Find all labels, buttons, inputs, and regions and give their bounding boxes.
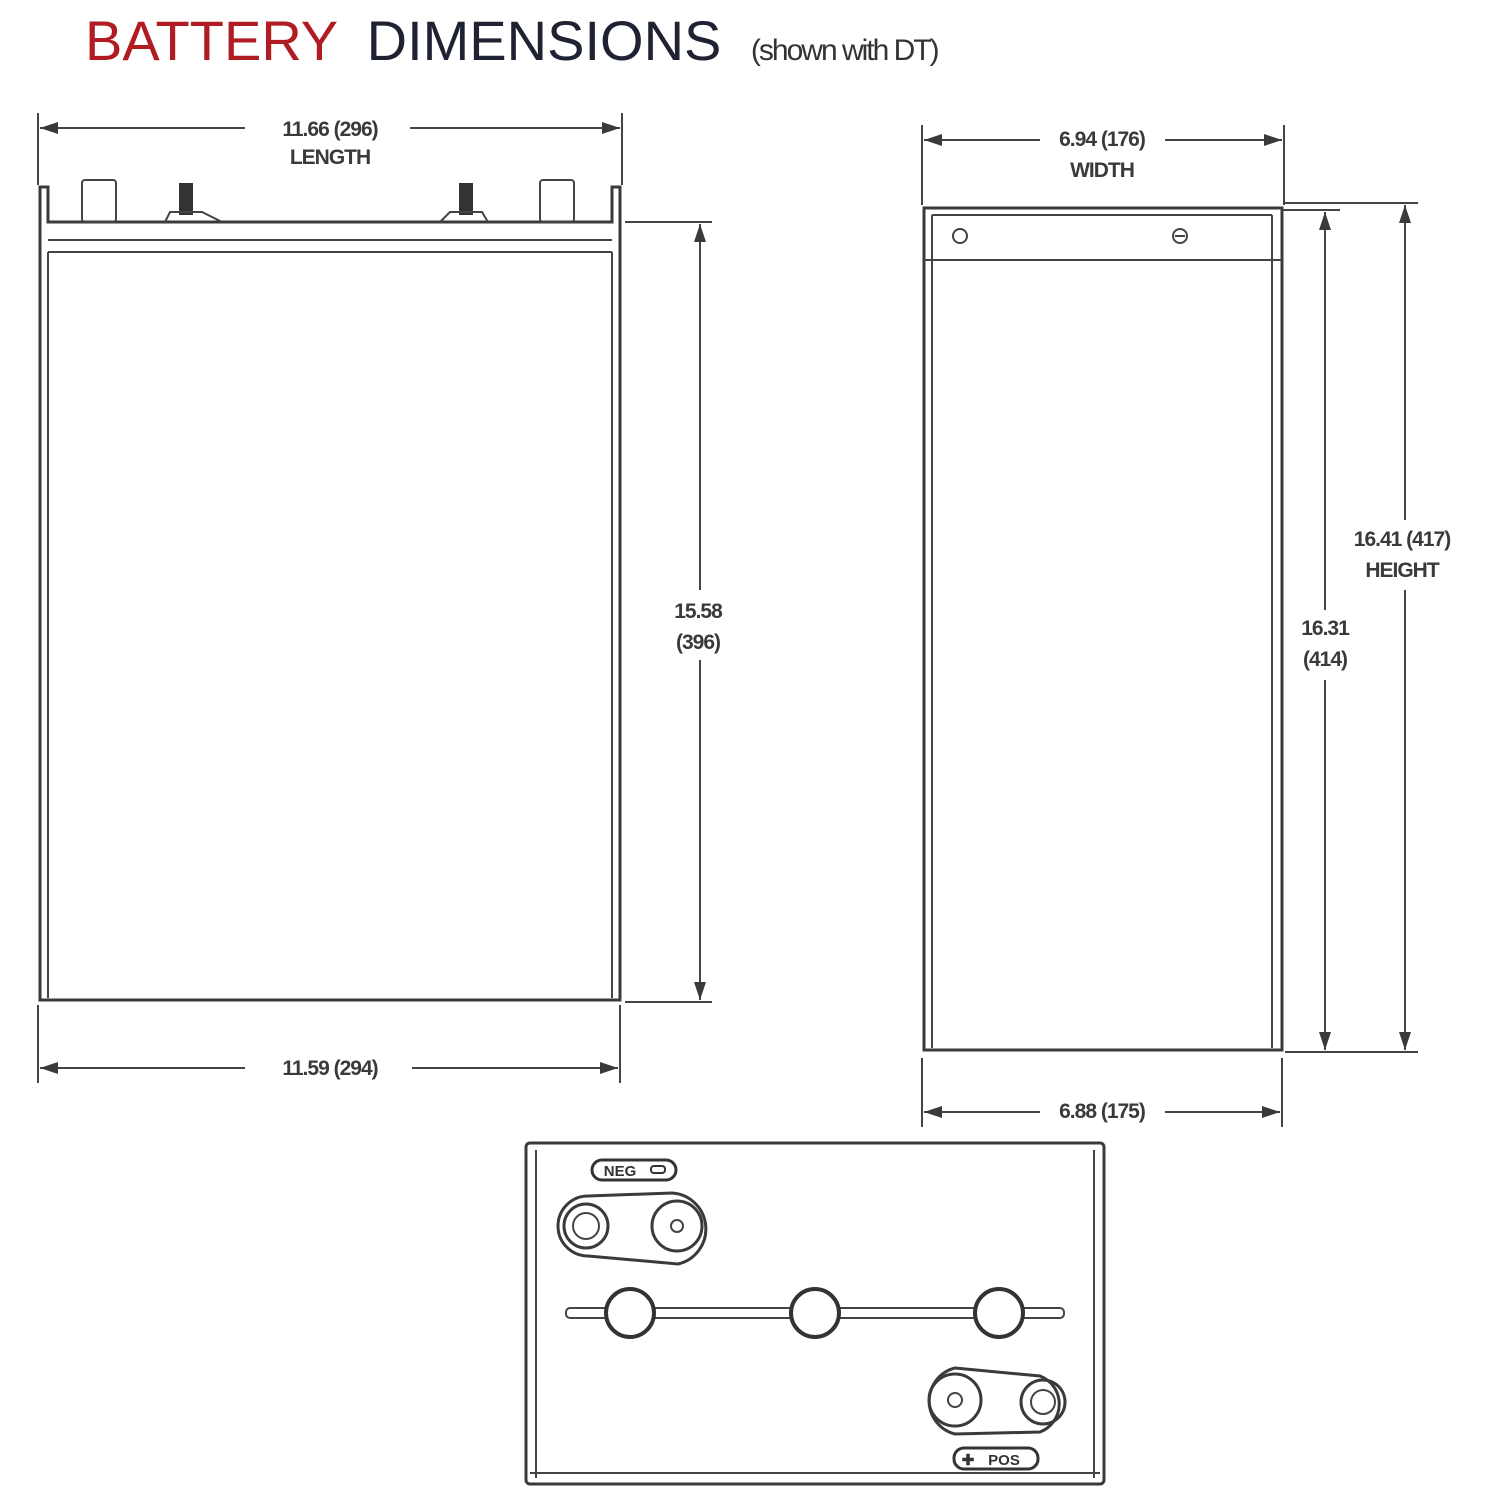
total-height-dimension: 16.41 (417) — [1354, 528, 1450, 551]
cell-connector-bar — [565, 1287, 1065, 1339]
vent-cap — [539, 179, 575, 223]
pos-label: POS — [988, 1452, 1020, 1469]
pos-terminal-badge: ✚ POS — [952, 1446, 1040, 1471]
top-view: NEG ✚ POS — [524, 1141, 1106, 1486]
title-part2: DIMENSIONS — [367, 9, 722, 72]
body-height-value: 16.31 — [1301, 617, 1350, 640]
height-label: HEIGHT — [1365, 559, 1440, 582]
terminal-post — [164, 183, 223, 223]
title-part1: BATTERY — [85, 9, 338, 72]
body-height-metric: (414) — [1303, 648, 1347, 671]
neg-label: NEG — [604, 1163, 637, 1180]
vent-hole — [952, 228, 968, 244]
width-label: WIDTH — [1070, 159, 1134, 182]
width-bottom-dimension: 6.88 (175) — [1059, 1100, 1145, 1123]
front-height-value: 15.58 — [674, 600, 723, 623]
length-bottom-dimension: 11.59 (294) — [282, 1057, 377, 1080]
side-view: 6.94 (176) WIDTH 16.41 (417) HEIGHT 16.3… — [921, 125, 1451, 1127]
cell-vent — [789, 1287, 841, 1339]
plus-icon: ✚ — [962, 1452, 975, 1469]
terminal-post — [439, 183, 489, 223]
pos-terminal-strap — [927, 1366, 1067, 1436]
width-top-dimension: 6.94 (176) — [1059, 128, 1145, 151]
neg-terminal-badge: NEG — [590, 1158, 678, 1182]
length-top-dimension: 11.66 (296) — [282, 118, 377, 141]
front-view: 11.66 (296) LENGTH 15.58 (396) 11.59 (29… — [37, 113, 724, 1083]
neg-terminal-strap — [556, 1191, 708, 1266]
page-title: BATTERY DIMENSIONS (shown with DT) — [85, 9, 939, 72]
length-label: LENGTH — [290, 146, 370, 169]
title-note: (shown with DT) — [751, 34, 939, 67]
vent-cap — [81, 179, 117, 223]
cell-vent — [604, 1287, 656, 1339]
front-height-metric: (396) — [676, 631, 720, 654]
vent-hole — [1172, 228, 1188, 244]
cell-vent — [973, 1287, 1025, 1339]
minus-icon — [650, 1165, 666, 1174]
